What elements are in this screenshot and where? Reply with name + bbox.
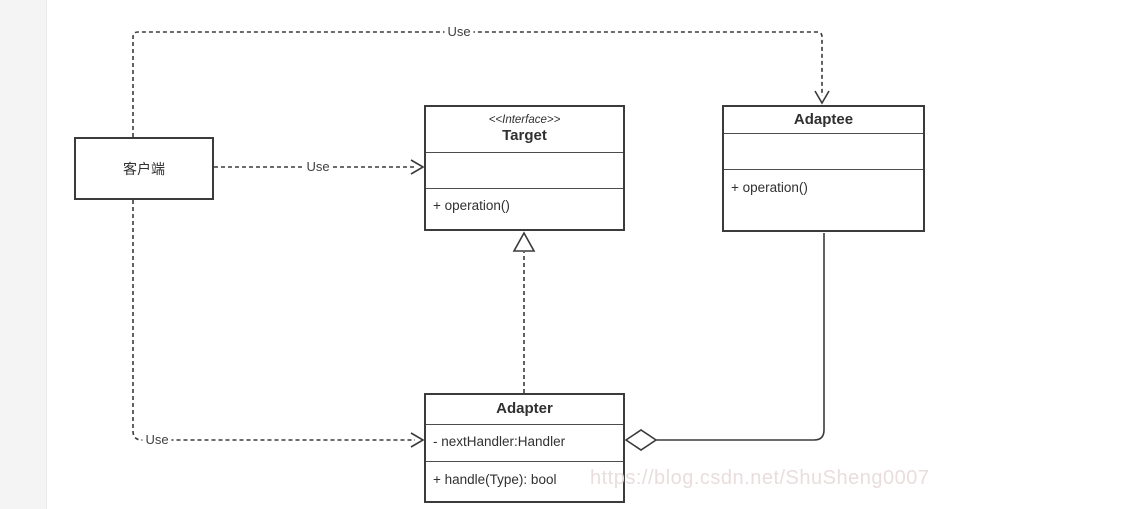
methods-compartment-adapter: + handle(Type): bool	[426, 461, 623, 501]
dependency-client-adaptee-line	[132, 31, 823, 137]
open-arrowhead-icon	[410, 159, 425, 175]
page-left-gutter	[0, 0, 47, 509]
method-item: + operation()	[731, 180, 808, 195]
edge-label-use-top: Use	[444, 24, 474, 40]
class-box-client: 客户端	[74, 137, 214, 200]
attribute-item: - nextHandler:Handler	[433, 434, 566, 449]
class-title-target: <<Interface>> Target	[426, 107, 623, 152]
attributes-compartment-adaptee	[724, 133, 923, 169]
hollow-triangle-arrowhead-icon	[512, 231, 536, 252]
class-title-adapter: Adapter	[426, 395, 623, 424]
class-name-adapter: Adapter	[496, 400, 553, 418]
open-arrowhead-icon	[814, 90, 830, 105]
class-title-adaptee: Adaptee	[724, 107, 923, 133]
edge-label-use-bottom: Use	[142, 432, 172, 448]
attributes-compartment-adapter: - nextHandler:Handler	[426, 424, 623, 461]
method-item: + handle(Type): bool	[433, 472, 557, 487]
hollow-diamond-icon	[624, 429, 658, 451]
method-item: + operation()	[433, 198, 510, 213]
class-name-target: Target	[502, 127, 547, 145]
methods-compartment-adaptee: + operation()	[724, 169, 923, 230]
watermark-text: https://blog.csdn.net/ShuSheng0007	[590, 467, 930, 489]
class-box-adapter: Adapter - nextHandler:Handler + handle(T…	[424, 393, 625, 503]
stereotype-label: <<Interface>>	[488, 113, 561, 126]
dependency-client-adapter-line	[132, 200, 415, 441]
open-arrowhead-icon	[410, 432, 425, 448]
edge-label-use-middle: Use	[303, 159, 333, 175]
aggregation-adapter-adaptee-line	[656, 233, 825, 441]
class-box-target: <<Interface>> Target + operation()	[424, 105, 625, 231]
class-name-adaptee: Adaptee	[793, 110, 854, 128]
attributes-compartment-target	[426, 152, 623, 188]
class-name-client: 客户端	[123, 160, 165, 177]
class-box-adaptee: Adaptee + operation()	[722, 105, 925, 232]
methods-compartment-target: + operation()	[426, 188, 623, 229]
